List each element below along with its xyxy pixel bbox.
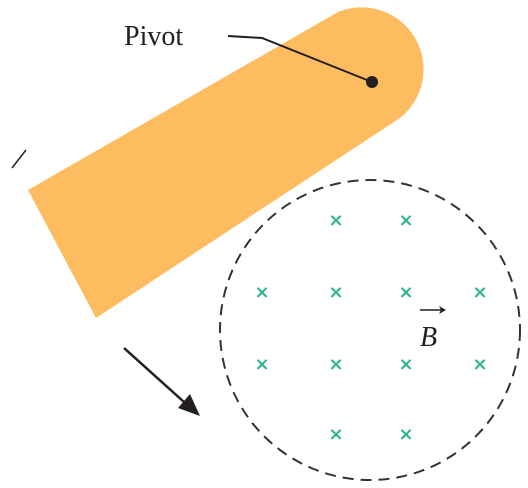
field-marker: × [328,354,343,375]
field-marker: × [398,282,413,303]
field-marker: × [254,282,269,303]
field-marker: × [254,354,269,375]
field-marker: × [472,354,487,375]
field-marker: × [398,210,413,231]
field-vector-label: B [420,322,437,353]
field-marker: × [328,282,343,303]
motion-direction-arrow [123,347,200,416]
motion-tick [11,149,27,169]
field-markers: × × × × × × × × × × × × [254,210,487,445]
field-marker: × [398,424,413,445]
pivot-leader-line [227,35,373,83]
field-marker: × [328,210,343,231]
field-marker: × [398,354,413,375]
field-vector-arrow [420,306,446,314]
field-marker: × [328,424,343,445]
pivoting-bar [28,7,424,318]
field-marker: × [472,282,487,303]
magnetic-field-region [219,179,521,481]
pivot-label: Pivot [124,21,183,52]
